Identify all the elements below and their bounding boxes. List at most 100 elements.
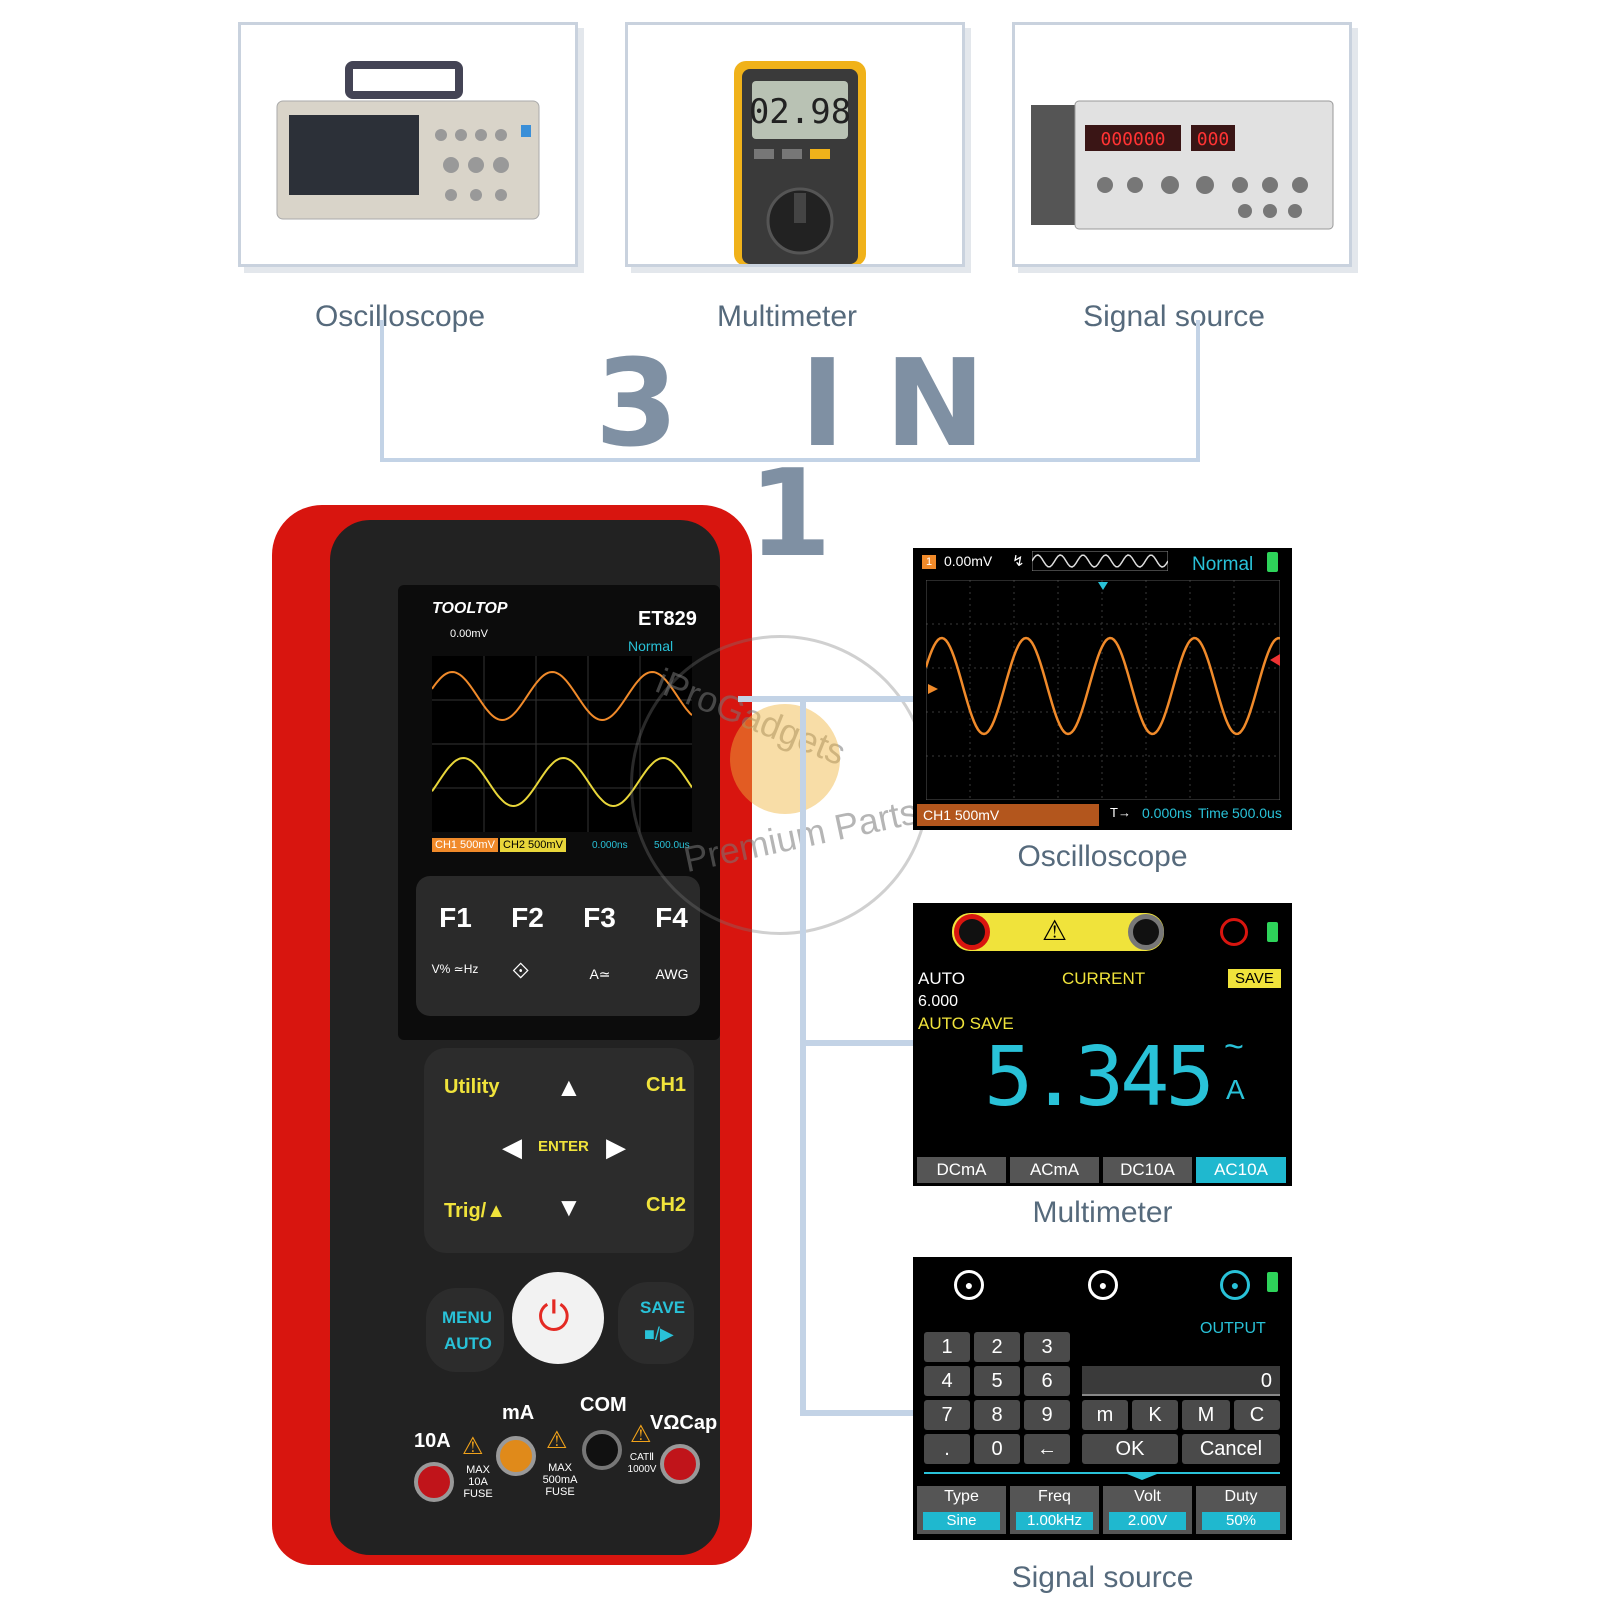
keypad-7[interactable]: 7	[924, 1400, 970, 1430]
osc-waveform-display	[926, 580, 1280, 800]
warning-cat2: CATⅡ 1000V	[627, 1452, 657, 1475]
keypad-4[interactable]: 4	[924, 1366, 970, 1396]
osc-t-offset: 0.000ns	[1142, 805, 1192, 821]
battery-icon	[1267, 1272, 1278, 1292]
label-multimeter: Multimeter	[716, 300, 858, 333]
osc-channel-badge: 1	[922, 555, 936, 569]
warning-triangle-icon: ⚠	[462, 1433, 484, 1460]
unit-key-m[interactable]: m	[1082, 1400, 1128, 1430]
terminal-vcap-label: VΩCap	[650, 1412, 718, 1434]
param-type-name: Type	[944, 1488, 979, 1505]
dmm-tab-ac10a[interactable]: AC10A	[1196, 1157, 1286, 1183]
terminal-vcap-jack[interactable]	[660, 1444, 700, 1484]
ch2-button[interactable]: CH2	[646, 1194, 687, 1216]
svg-text:000000: 000000	[1100, 129, 1165, 150]
terminal-10a-label: 10A	[414, 1430, 451, 1452]
dmm-tab-dcma[interactable]: DCmA	[917, 1157, 1006, 1183]
dmm-caption: Multimeter	[1032, 1196, 1173, 1229]
trig-button[interactable]: Trig/▲	[444, 1200, 507, 1222]
osc-mode: Normal	[1192, 554, 1254, 575]
unit-key-clear[interactable]: C	[1234, 1400, 1280, 1430]
unit-key-mega[interactable]: M	[1182, 1400, 1230, 1430]
down-arrow-icon[interactable]: ▼	[556, 1192, 582, 1222]
dmm-auto-save: AUTO SAVE	[918, 1014, 1014, 1033]
f3-button[interactable]: F3	[583, 902, 616, 933]
nav-panel	[424, 1048, 694, 1253]
param-duty-value: 50%	[1202, 1512, 1280, 1530]
f1-sub-label: V% ≃Hz	[431, 962, 479, 976]
terminal-com-label: COM	[580, 1394, 627, 1416]
keypad-backspace[interactable]: ←	[1024, 1434, 1070, 1464]
keypad-0[interactable]: 0	[974, 1434, 1020, 1464]
warning-triangle-icon: ⚠	[630, 1421, 652, 1448]
label-signal-source: Signal source	[1083, 300, 1265, 333]
right-arrow-icon[interactable]: ▶	[606, 1132, 626, 1162]
record-icon: ■/▶	[644, 1324, 674, 1344]
keypad-dot[interactable]: .	[924, 1434, 970, 1464]
osc-t-label: T→	[1110, 805, 1131, 820]
power-button[interactable]	[512, 1272, 604, 1364]
gen-divider-pointer	[1122, 1472, 1162, 1480]
ch1-button[interactable]: CH1	[646, 1074, 687, 1096]
unit-key-k[interactable]: K	[1132, 1400, 1178, 1430]
param-volt-value: 2.00V	[1109, 1512, 1186, 1530]
dmm-auto: AUTO	[918, 969, 965, 988]
param-volt-name: Volt	[1134, 1488, 1161, 1505]
keypad-2[interactable]: 2	[974, 1332, 1020, 1362]
warning-10a: MAX 10A FUSE	[463, 1464, 493, 1500]
up-arrow-icon[interactable]: ▲	[556, 1072, 582, 1102]
dmm-tab-dc10a[interactable]: DC10A	[1103, 1157, 1192, 1183]
keypad-9[interactable]: 9	[1024, 1400, 1070, 1430]
osc-caption: Oscilloscope	[1017, 840, 1188, 873]
terminal-ma-label: mA	[502, 1402, 535, 1424]
enter-button[interactable]: ENTER	[538, 1138, 589, 1155]
dmm-tab-acma[interactable]: ACmA	[1010, 1157, 1099, 1183]
device-ch2-scale: CH2 500mV	[500, 838, 566, 852]
terminal-com-jack[interactable]	[582, 1430, 622, 1470]
menu-auto-button[interactable]	[426, 1288, 504, 1372]
keypad-6[interactable]: 6	[1024, 1366, 1070, 1396]
ch2-output-icon: ●	[1088, 1270, 1118, 1300]
f1-button[interactable]: F1	[439, 902, 472, 933]
terminal-ma-jack[interactable]	[496, 1436, 536, 1476]
osc-time-label: Time	[1198, 805, 1229, 821]
gen-divider	[924, 1472, 1280, 1474]
keypad-8[interactable]: 8	[974, 1400, 1020, 1430]
device-ch1-value: 0.00mV	[450, 628, 488, 640]
save-button[interactable]	[618, 1282, 694, 1364]
device-mode: Normal	[628, 638, 674, 654]
cancel-button[interactable]: Cancel	[1182, 1434, 1280, 1464]
f4-button[interactable]: F4	[655, 902, 688, 933]
terminal-10a-jack[interactable]	[414, 1462, 454, 1502]
f2-button[interactable]: F2	[511, 902, 544, 933]
watermark-badge-icon	[730, 704, 840, 814]
device-ch1-scale: CH1 500mV	[432, 838, 498, 852]
gen-caption: Signal source	[1011, 1561, 1194, 1594]
battery-icon	[1267, 922, 1278, 942]
headline-bracket	[380, 320, 384, 460]
device-brand-logo: TOOLTOP	[432, 600, 508, 617]
battery-icon	[1267, 552, 1278, 572]
warning-500ma: MAX 500mA FUSE	[542, 1462, 578, 1498]
gen-output-label: OUTPUT	[1200, 1320, 1266, 1337]
osc-overview-wave	[1032, 551, 1168, 571]
gen-output-icon[interactable]: ●	[1220, 1270, 1250, 1300]
left-arrow-icon[interactable]: ◀	[502, 1132, 522, 1162]
keypad-3[interactable]: 3	[1024, 1332, 1070, 1362]
utility-button[interactable]: Utility	[444, 1076, 500, 1098]
f3-sub-label: A≃	[589, 966, 611, 982]
osc-ch-scale: CH1 500mV	[917, 804, 1099, 826]
keypad-1[interactable]: 1	[924, 1332, 970, 1362]
dmm-unit: A	[1226, 1074, 1245, 1105]
device-t-offset: 0.000ns	[592, 840, 628, 851]
warning-triangle-icon: ⚠	[546, 1427, 568, 1454]
osc-ch-value: 0.00mV	[944, 553, 993, 569]
keypad-5[interactable]: 5	[974, 1366, 1020, 1396]
osc-time-value: 500.0us	[1232, 805, 1282, 821]
fkey-panel	[416, 876, 700, 1016]
ok-button[interactable]: OK	[1082, 1434, 1178, 1464]
multimeter-image: 02.98	[734, 61, 866, 266]
input-jack-icon	[1220, 918, 1248, 946]
gen-value-display[interactable]: 0	[1082, 1366, 1280, 1396]
auto-label: AUTO	[444, 1334, 492, 1353]
